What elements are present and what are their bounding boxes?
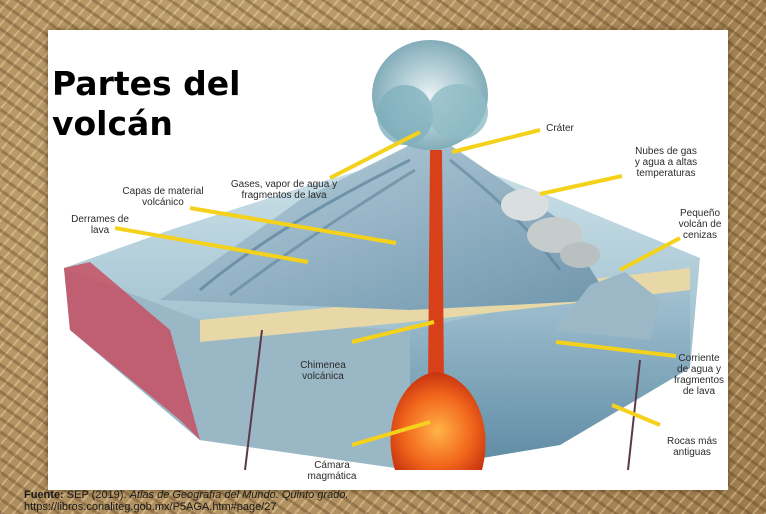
- arrow-rocas: [612, 405, 660, 425]
- source-citation: Fuente: SEP (2019). Atlas de Geografía d…: [24, 489, 349, 501]
- label-nubes: Nubes de gas y agua a altas temperaturas: [624, 146, 708, 179]
- label-gases: Gases, vapor de agua y fragmentos de lav…: [226, 179, 342, 201]
- label-camara: Cámara magmática: [300, 460, 364, 482]
- label-pequeno: Pequeño volcán de cenizas: [674, 208, 726, 241]
- label-capas: Capas de material volcánico: [118, 186, 208, 208]
- arrow-nubes: [540, 176, 622, 194]
- label-chimenea: Chimenea volcánica: [292, 360, 354, 382]
- source-prefix: Fuente:: [24, 489, 64, 501]
- label-rocas: Rocas más antiguas: [664, 436, 720, 458]
- label-derrames: Derrames de lava: [70, 214, 130, 236]
- source-text: SEP (2019).: [64, 489, 130, 501]
- volcanic-chimney: [428, 150, 444, 385]
- page-title: Partes del volcán: [52, 64, 282, 144]
- eruption-plume: [372, 40, 488, 150]
- label-crater: Cráter: [540, 123, 580, 134]
- label-corriente: Corriente de agua y fragmentos de lava: [670, 353, 728, 397]
- source-book-title: Atlas de Geografía del Mundo. Quinto gra…: [130, 489, 349, 501]
- source-link[interactable]: https://libros.conaliteg.gob.mx/P5AGA.ht…: [24, 501, 277, 513]
